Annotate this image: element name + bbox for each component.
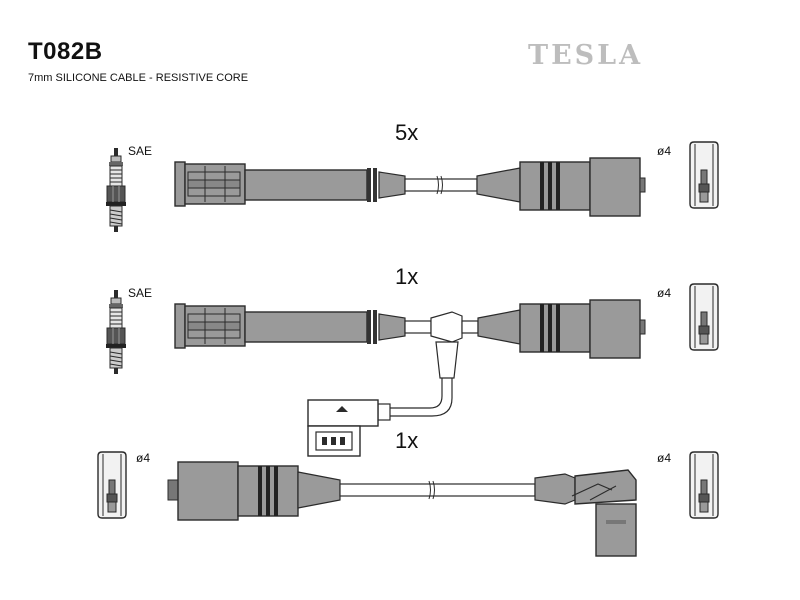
product-code: T082B (28, 38, 103, 65)
row3-right-terminal-label: ø4 (657, 451, 672, 465)
terminal-socket-icon (97, 451, 127, 519)
product-description: 7mm SILICONE CABLE - RESISTIVE CORE (28, 72, 249, 84)
row3-quantity: 1x (395, 428, 419, 453)
row1-quantity: 5x (395, 120, 419, 145)
row3-left-terminal-label: ø4 (136, 451, 151, 465)
terminal-socket-icon (689, 283, 719, 351)
row2-cable (174, 299, 646, 457)
row1-right-terminal-label: ø4 (657, 144, 672, 158)
brand-logo: TESLA (528, 40, 644, 71)
row3-cable (167, 461, 637, 557)
row2-quantity: 1x (395, 264, 419, 289)
spark-plug-icon (105, 147, 127, 233)
row2-left-terminal-label: SAE (128, 286, 153, 300)
terminal-socket-icon (689, 141, 719, 209)
spark-plug-icon (105, 289, 127, 375)
terminal-socket-icon (689, 451, 719, 519)
row2-right-terminal-label: ø4 (657, 286, 672, 300)
row1-cable (174, 157, 646, 217)
row1-left-terminal-label: SAE (128, 144, 153, 158)
